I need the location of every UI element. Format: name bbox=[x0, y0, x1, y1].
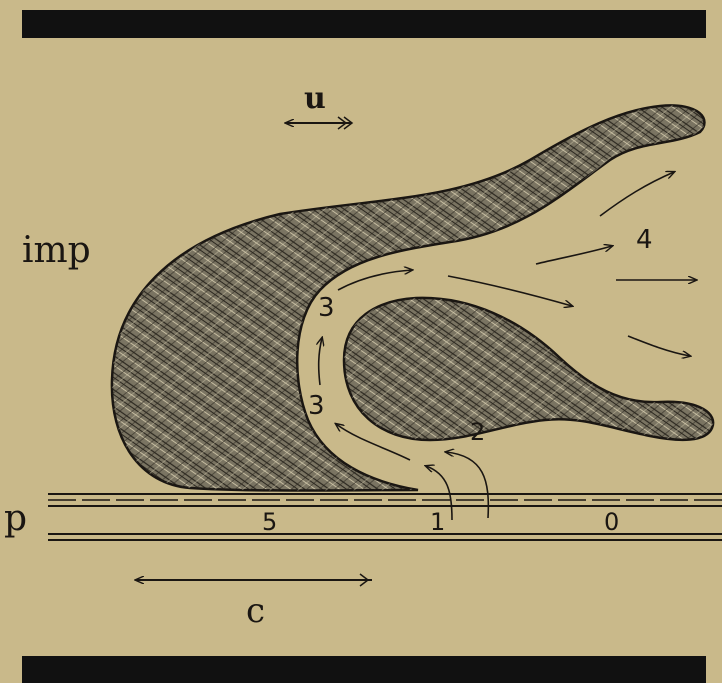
label-1: 1 bbox=[430, 508, 445, 536]
flow-arrow-4b bbox=[536, 246, 612, 264]
top-band bbox=[22, 10, 706, 38]
label-3-lower: 3 bbox=[308, 391, 325, 421]
flow-arrow-4a bbox=[448, 276, 572, 306]
impeller-inner-body bbox=[344, 298, 713, 440]
label-p: p bbox=[4, 498, 27, 539]
bottom-band bbox=[22, 656, 706, 683]
label-4: 4 bbox=[636, 225, 653, 255]
label-imp: imp bbox=[22, 230, 91, 271]
label-0: 0 bbox=[604, 508, 619, 536]
velocity-u-arrow bbox=[286, 117, 352, 129]
velocity-c-arrow bbox=[136, 574, 372, 586]
flow-arrow-4e bbox=[628, 336, 690, 356]
flow-arrow-gap-mid bbox=[319, 338, 322, 385]
flow-arrow-gap-upper bbox=[338, 270, 412, 290]
label-5: 5 bbox=[262, 508, 277, 536]
perforated-plate bbox=[48, 494, 722, 540]
label-c: c bbox=[246, 591, 265, 631]
label-3-upper: 3 bbox=[318, 293, 335, 323]
label-u: u bbox=[304, 81, 326, 116]
flow-arrow-4c bbox=[600, 172, 674, 216]
label-2: 2 bbox=[470, 418, 485, 446]
